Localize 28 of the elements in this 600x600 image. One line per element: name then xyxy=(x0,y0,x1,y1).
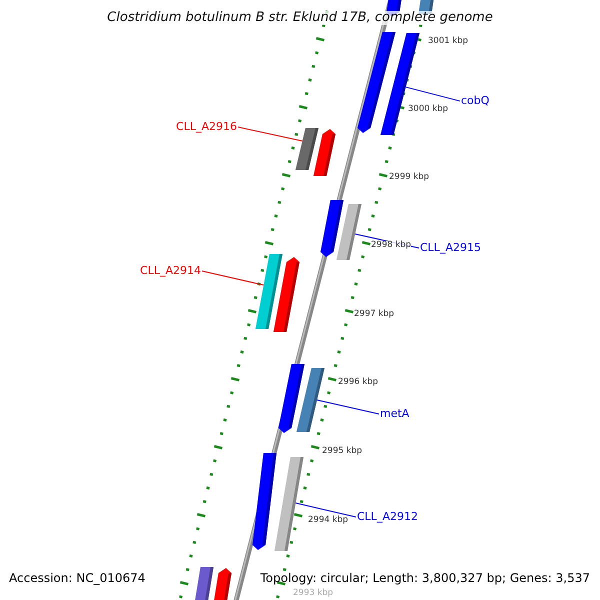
scale-label: 2997 kbp xyxy=(354,310,394,320)
leader-line xyxy=(295,502,356,518)
gene-label: CLL_A2915 xyxy=(420,242,481,254)
scale-label: 2998 kbp xyxy=(371,241,412,250)
scale-label: 2996 kbp xyxy=(338,378,378,388)
gene-label: CLL_A2914 xyxy=(140,265,201,278)
gene-label: cobQ xyxy=(461,95,490,108)
scale-label: 3001 kbp xyxy=(428,37,468,46)
scale-label: 2999 kbp xyxy=(389,173,430,182)
gene-bar xyxy=(274,457,304,551)
scale-label: 2995 kbp xyxy=(322,447,362,456)
leader-line xyxy=(202,270,264,286)
genome-summary: Topology: circular; Length: 3,800,327 bp; Genes: 3,537 xyxy=(260,572,590,586)
gene-label: CLL_A2912 xyxy=(357,511,418,524)
gene-label: CLL_A2916 xyxy=(176,121,237,134)
gene-label: metA xyxy=(380,408,410,420)
gene-bar xyxy=(256,254,282,329)
leader-line xyxy=(405,86,460,102)
gene-bar xyxy=(336,204,362,260)
scale-label: 2993 kbp xyxy=(293,589,334,598)
leader-line xyxy=(238,126,303,142)
scale-label: 2994 kbp xyxy=(308,516,348,526)
diagram-title: Clostridium botulinum B str. Eklund 17B, complete genome xyxy=(107,11,493,26)
leader-line xyxy=(316,400,380,415)
gene-bar xyxy=(296,368,324,432)
scale-label: 3000 kbp xyxy=(408,105,448,114)
gene-bar xyxy=(296,128,318,170)
accession-label: Accession: NC_010674 xyxy=(9,572,146,586)
